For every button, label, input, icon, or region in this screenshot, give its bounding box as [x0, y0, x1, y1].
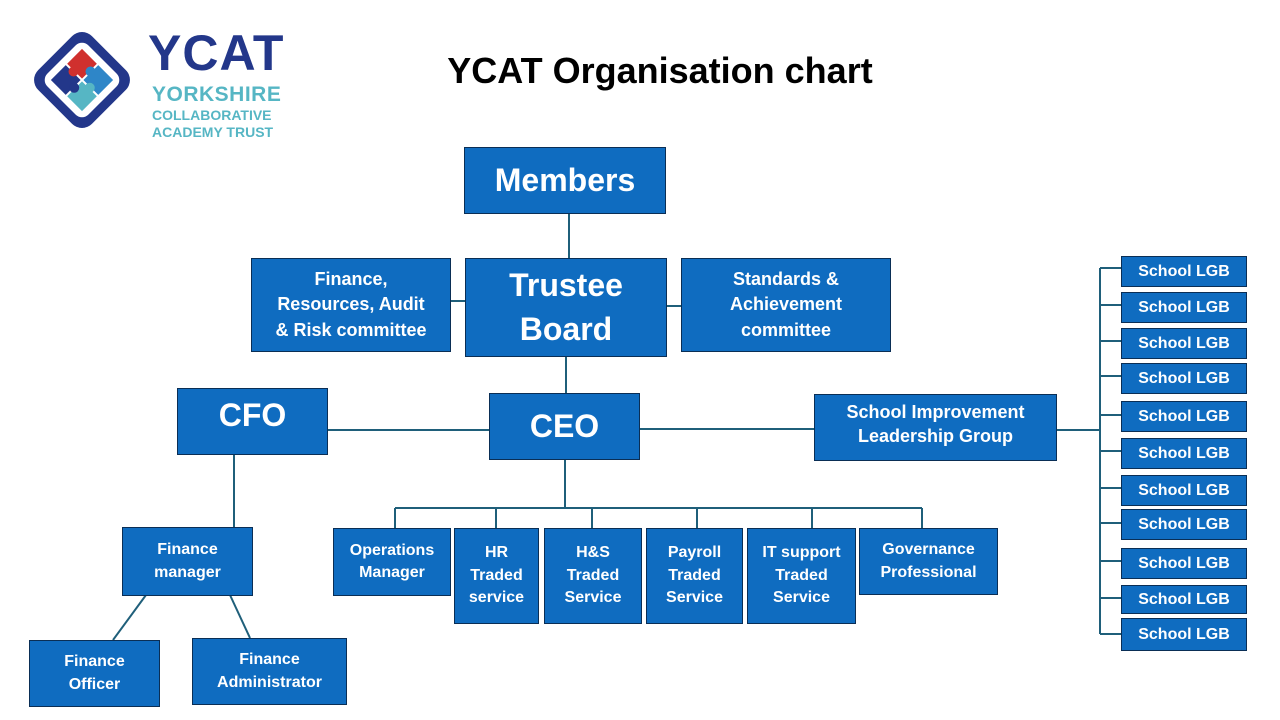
ceo-node: CEO — [489, 393, 640, 460]
school-lgb-label: School LGB — [1138, 407, 1230, 425]
school-lgb-label: School LGB — [1138, 481, 1230, 499]
school-lgb-node: School LGB — [1121, 363, 1247, 394]
puzzle-pieces-icon — [34, 32, 130, 128]
school-lgb-node: School LGB — [1121, 256, 1247, 287]
finance-administrator-label: Finance Administrator — [217, 651, 322, 691]
finance-committee-node: Finance, Resources, Audit & Risk committ… — [251, 258, 451, 352]
school-improvement-node: School Improvement Leadership Group — [814, 394, 1057, 461]
ycat-logo: YCAT YORKSHIRE COLLABORATIVE ACADEMY TRU… — [30, 25, 300, 148]
finance-administrator-node: Finance Administrator — [192, 638, 347, 705]
payroll-traded-label: Payroll Traded Service — [666, 544, 723, 607]
trustee-board-node: Trustee Board — [465, 258, 667, 357]
payroll-traded-node: Payroll Traded Service — [646, 528, 743, 624]
school-lgb-label: School LGB — [1138, 369, 1230, 387]
logo-tagline-2: COLLABORATIVE — [152, 107, 272, 123]
hs-traded-node: H&S Traded Service — [544, 528, 642, 624]
ceo-label: CEO — [529, 408, 600, 444]
school-lgb-node: School LGB — [1121, 475, 1247, 506]
school-lgb-node: School LGB — [1121, 292, 1247, 323]
governance-node: Governance Professional — [859, 528, 998, 595]
operations-manager-node: Operations Manager — [333, 528, 451, 596]
school-lgb-label: School LGB — [1138, 590, 1230, 608]
it-support-label: IT support Traded Service — [762, 544, 841, 607]
hr-traded-label: HR Traded service — [468, 544, 525, 607]
governance-label: Governance Professional — [880, 541, 977, 581]
members-node: Members — [464, 147, 666, 214]
school-lgb-label: School LGB — [1138, 334, 1230, 352]
logo-wordmark: YCAT — [148, 25, 285, 81]
school-lgb-label: School LGB — [1138, 515, 1230, 533]
finance-committee-label: Finance, Resources, Audit & Risk committ… — [275, 269, 427, 340]
trustee-board-label: Trustee Board — [509, 267, 623, 347]
standards-committee-label: Standards & Achievement committee — [729, 269, 843, 340]
school-lgb-label: School LGB — [1138, 625, 1230, 643]
finance-officer-node: Finance Officer — [29, 640, 160, 707]
school-improvement-label: School Improvement Leadership Group — [846, 402, 1025, 447]
school-lgb-node: School LGB — [1121, 618, 1247, 651]
finance-manager-label: Finance manager — [154, 541, 221, 581]
school-lgb-node: School LGB — [1121, 328, 1247, 359]
school-lgb-label: School LGB — [1138, 262, 1230, 280]
cfo-label: CFO — [218, 397, 287, 433]
logo-tagline-1: YORKSHIRE — [152, 83, 282, 106]
school-lgb-label: School LGB — [1138, 554, 1230, 572]
standards-committee-node: Standards & Achievement committee — [681, 258, 891, 352]
school-lgb-node: School LGB — [1121, 401, 1247, 432]
it-support-node: IT support Traded Service — [747, 528, 856, 624]
hr-traded-node: HR Traded service — [454, 528, 539, 624]
finance-officer-label: Finance Officer — [64, 653, 125, 693]
hs-traded-label: H&S Traded Service — [564, 544, 622, 607]
school-lgb-label: School LGB — [1138, 298, 1230, 316]
operations-manager-label: Operations Manager — [349, 541, 435, 581]
school-lgb-node: School LGB — [1121, 509, 1247, 540]
school-lgb-node: School LGB — [1121, 548, 1247, 579]
school-lgb-node: School LGB — [1121, 438, 1247, 469]
school-lgb-label: School LGB — [1138, 444, 1230, 462]
cfo-node: CFO — [177, 388, 328, 455]
logo-tagline-3: ACADEMY TRUST — [152, 124, 274, 140]
page-title: YCAT Organisation chart — [447, 50, 873, 91]
finance-manager-node: Finance manager — [122, 527, 253, 596]
school-lgb-node: School LGB — [1121, 585, 1247, 614]
members-label: Members — [494, 162, 636, 198]
